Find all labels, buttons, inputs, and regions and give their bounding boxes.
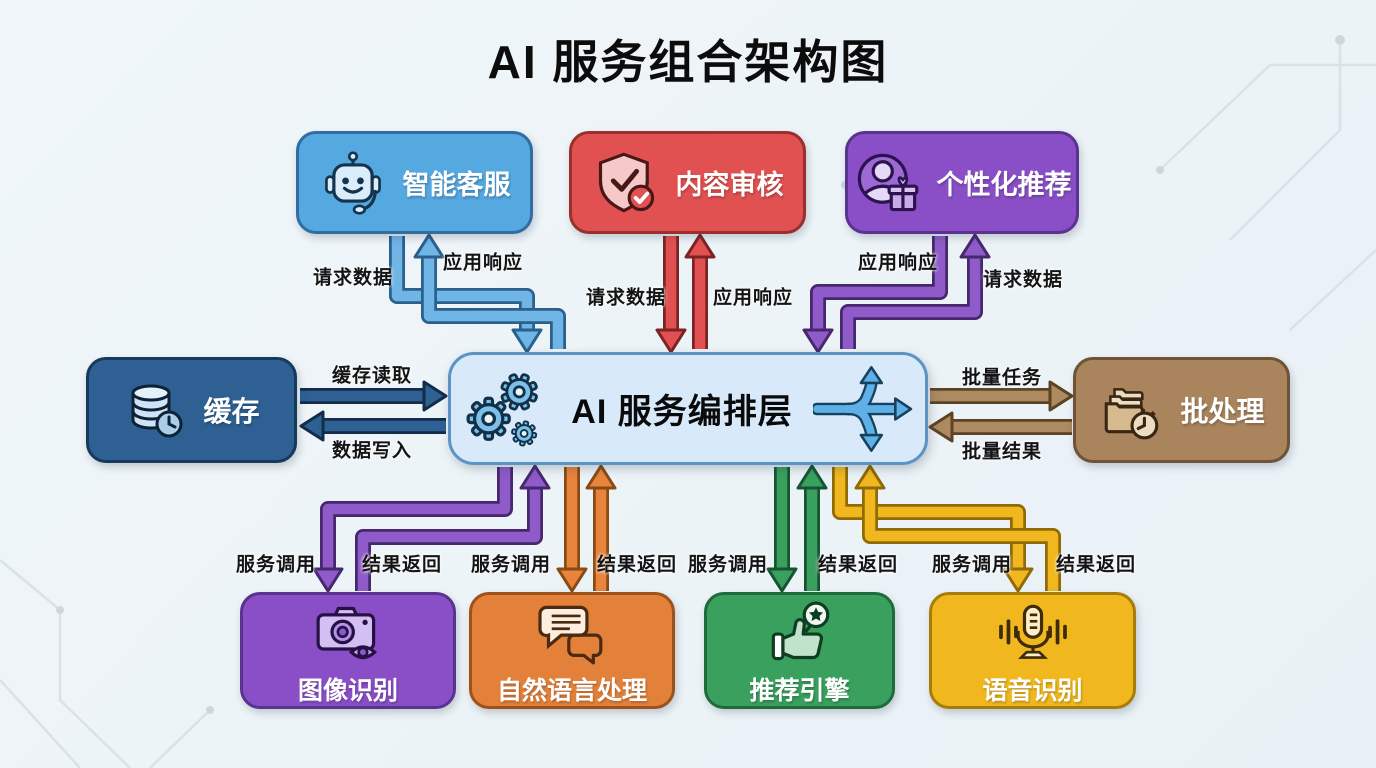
edge-batch-processing-to-orchestration — [928, 411, 1072, 443]
node-label: 语音识别 — [982, 676, 1083, 705]
thumbs-up-star-icon — [762, 601, 838, 665]
arrowhead — [684, 233, 716, 259]
chat-bubbles-icon — [534, 601, 610, 665]
edge-nlp-to-orchestration — [585, 464, 617, 591]
edge-personalized-recommendation-to-orchestration — [802, 236, 948, 354]
node-label: 图像识别 — [297, 676, 398, 705]
edge-image-recognition-to-orchestration — [355, 464, 551, 591]
gears-icon — [463, 365, 551, 453]
node-orchestration-layer: AI 服务编排层 — [448, 352, 928, 465]
edge-label: 数据写入 — [331, 440, 413, 462]
edge-content-moderation-to-orchestration — [655, 236, 687, 354]
edge-label: 结果返回 — [817, 554, 899, 576]
edge-speech-recognition-to-orchestration — [854, 464, 1061, 591]
edge-orchestration-to-intelligent-customer-service — [413, 233, 566, 349]
arrowhead — [519, 464, 551, 490]
edge-label: 结果返回 — [1055, 554, 1137, 576]
edge-orchestration-to-image-recognition — [312, 467, 513, 593]
node-content-moderation: 内容审核 — [569, 131, 806, 234]
node-batch-processing: 批处理 — [1073, 357, 1290, 463]
arrowhead — [312, 567, 344, 593]
node-label: AI 服务编排层 — [571, 393, 793, 431]
arrowhead — [413, 233, 445, 259]
arrowhead — [655, 328, 687, 354]
node-label: 推荐引擎 — [749, 676, 850, 705]
edge-cache-to-orchestration — [300, 380, 448, 412]
arrowhead — [928, 411, 954, 443]
edge-orchestration-to-nlp — [556, 467, 588, 593]
arrowhead — [585, 464, 617, 490]
node-speech-recognition: 语音识别 — [929, 592, 1136, 709]
node-label: 缓存 — [203, 396, 260, 427]
microphone-waves-icon — [992, 601, 1074, 665]
edge-orchestration-to-cache — [299, 410, 446, 442]
arrowhead — [959, 233, 991, 259]
node-label: 智能客服 — [402, 170, 511, 200]
edge-label: 服务调用 — [235, 554, 317, 576]
edge-label: 结果返回 — [361, 554, 443, 576]
node-image-recognition: 图像识别 — [240, 592, 456, 709]
branch-arrows-icon — [812, 365, 913, 453]
edge-label: 请求数据 — [982, 269, 1064, 291]
arrowhead — [556, 567, 588, 593]
node-label: 批处理 — [1180, 396, 1265, 427]
edge-label: 请求数据 — [585, 287, 667, 309]
shield-check-icon — [592, 149, 660, 217]
arrowhead — [299, 410, 325, 442]
edge-orchestration-to-batch-processing — [930, 380, 1074, 412]
node-nlp: 自然语言处理 — [469, 592, 675, 709]
arrowhead — [854, 464, 886, 490]
edge-label: 服务调用 — [470, 554, 552, 576]
node-label: 个性化推荐 — [936, 170, 1072, 200]
edge-label: 服务调用 — [931, 554, 1013, 576]
edge-label: 应用响应 — [712, 287, 794, 309]
arrowhead — [802, 328, 834, 354]
edge-orchestration-to-personalized-recommendation — [840, 233, 991, 349]
arrowhead — [422, 380, 448, 412]
arrowhead — [1002, 567, 1034, 593]
node-recommendation-engine: 推荐引擎 — [704, 592, 895, 709]
edge-label: 请求数据 — [312, 267, 394, 289]
edge-recommendation-engine-to-orchestration — [796, 464, 828, 591]
folders-timer-icon — [1098, 377, 1164, 443]
edge-label: 结果返回 — [596, 554, 678, 576]
edge-label: 应用响应 — [857, 252, 939, 274]
edge-label: 批量任务 — [961, 367, 1043, 389]
edge-label: 批量结果 — [961, 441, 1043, 463]
arrowhead — [511, 328, 543, 354]
arrowhead — [766, 567, 798, 593]
page-title: AI 服务组合架构图 — [487, 36, 889, 88]
database-clock-icon — [123, 378, 187, 442]
node-intelligent-customer-service: 智能客服 — [296, 131, 533, 234]
node-label: 内容审核 — [675, 170, 784, 200]
edge-label: 服务调用 — [687, 554, 769, 576]
robot-icon — [319, 149, 387, 217]
edge-label: 应用响应 — [442, 252, 524, 274]
node-cache: 缓存 — [86, 357, 297, 463]
node-personalized-recommendation: 个性化推荐 — [845, 131, 1079, 234]
user-gift-icon — [853, 149, 921, 217]
edge-label: 缓存读取 — [331, 365, 413, 387]
edge-orchestration-to-recommendation-engine — [766, 467, 798, 593]
edge-orchestration-to-content-moderation — [684, 233, 716, 349]
node-label: 自然语言处理 — [496, 676, 647, 705]
arrowhead — [796, 464, 828, 490]
arrowhead — [1048, 380, 1074, 412]
camera-eye-icon — [310, 601, 386, 665]
